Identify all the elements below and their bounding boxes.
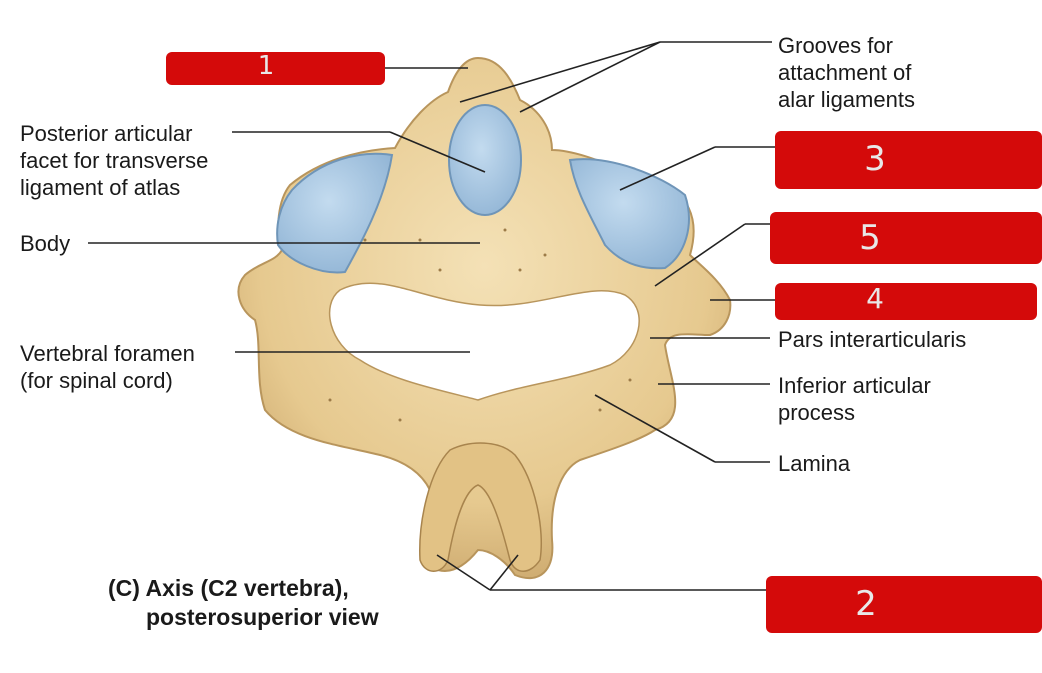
caption-line-2: posterosuperior view xyxy=(146,604,379,630)
answer-box-1[interactable]: 1 xyxy=(166,51,385,85)
caption-line-1: (C) Axis (C2 vertebra), xyxy=(108,575,349,601)
vertebral-foramen-label: Vertebral foramen (for spinal cord) xyxy=(20,340,195,394)
bone-texture-dots xyxy=(328,228,632,422)
grooves-label: Grooves for attachment of alar ligaments xyxy=(778,32,915,113)
answer-box-4[interactable]: 4 xyxy=(775,282,1037,320)
answer-box-3[interactable]: 3 xyxy=(775,131,1042,189)
posterior-facet-line-1: Posterior articular xyxy=(20,121,193,146)
answer-box-1-number: 1 xyxy=(257,51,275,81)
right-superior-articular-facet xyxy=(568,158,690,270)
pars-interarticularis-label: Pars interarticularis xyxy=(778,327,967,352)
vertebral-foramen-line-2: (for spinal cord) xyxy=(20,368,173,393)
answer-box-2-number: 2 xyxy=(855,584,877,624)
answer-box-5-number: 5 xyxy=(859,218,881,258)
bifid-spinous-process xyxy=(419,442,543,572)
figure-caption: (C) Axis (C2 vertebra), posterosuperior … xyxy=(108,574,379,632)
posterior-facet-line-2: facet for transverse xyxy=(20,148,209,173)
answer-box-3-number: 3 xyxy=(864,139,886,179)
inferior-articular-line-2: process xyxy=(778,400,856,425)
leader-lines xyxy=(88,41,775,591)
answer-box-5[interactable]: 5 xyxy=(770,212,1042,264)
answer-box-2[interactable]: 2 xyxy=(766,576,1042,633)
posterior-facet-label: Posterior articular facet for transverse… xyxy=(20,120,208,201)
inferior-articular-label: Inferior articular process xyxy=(778,372,931,426)
lamina-label: Lamina xyxy=(778,451,851,476)
grooves-label-line-2: attachment of xyxy=(778,60,912,85)
grooves-label-line-1: Grooves for xyxy=(778,33,893,58)
vertebral-foramen-opening xyxy=(329,282,640,401)
grooves-label-line-3: alar ligaments xyxy=(778,87,915,112)
body-label: Body xyxy=(20,231,71,256)
dens-anterior-facet xyxy=(448,104,522,216)
answer-box-4-number: 4 xyxy=(866,282,884,315)
posterior-facet-line-3: ligament of atlas xyxy=(20,175,181,200)
inferior-articular-line-1: Inferior articular xyxy=(778,373,931,398)
vertebral-foramen-line-1: Vertebral foramen xyxy=(20,341,195,366)
